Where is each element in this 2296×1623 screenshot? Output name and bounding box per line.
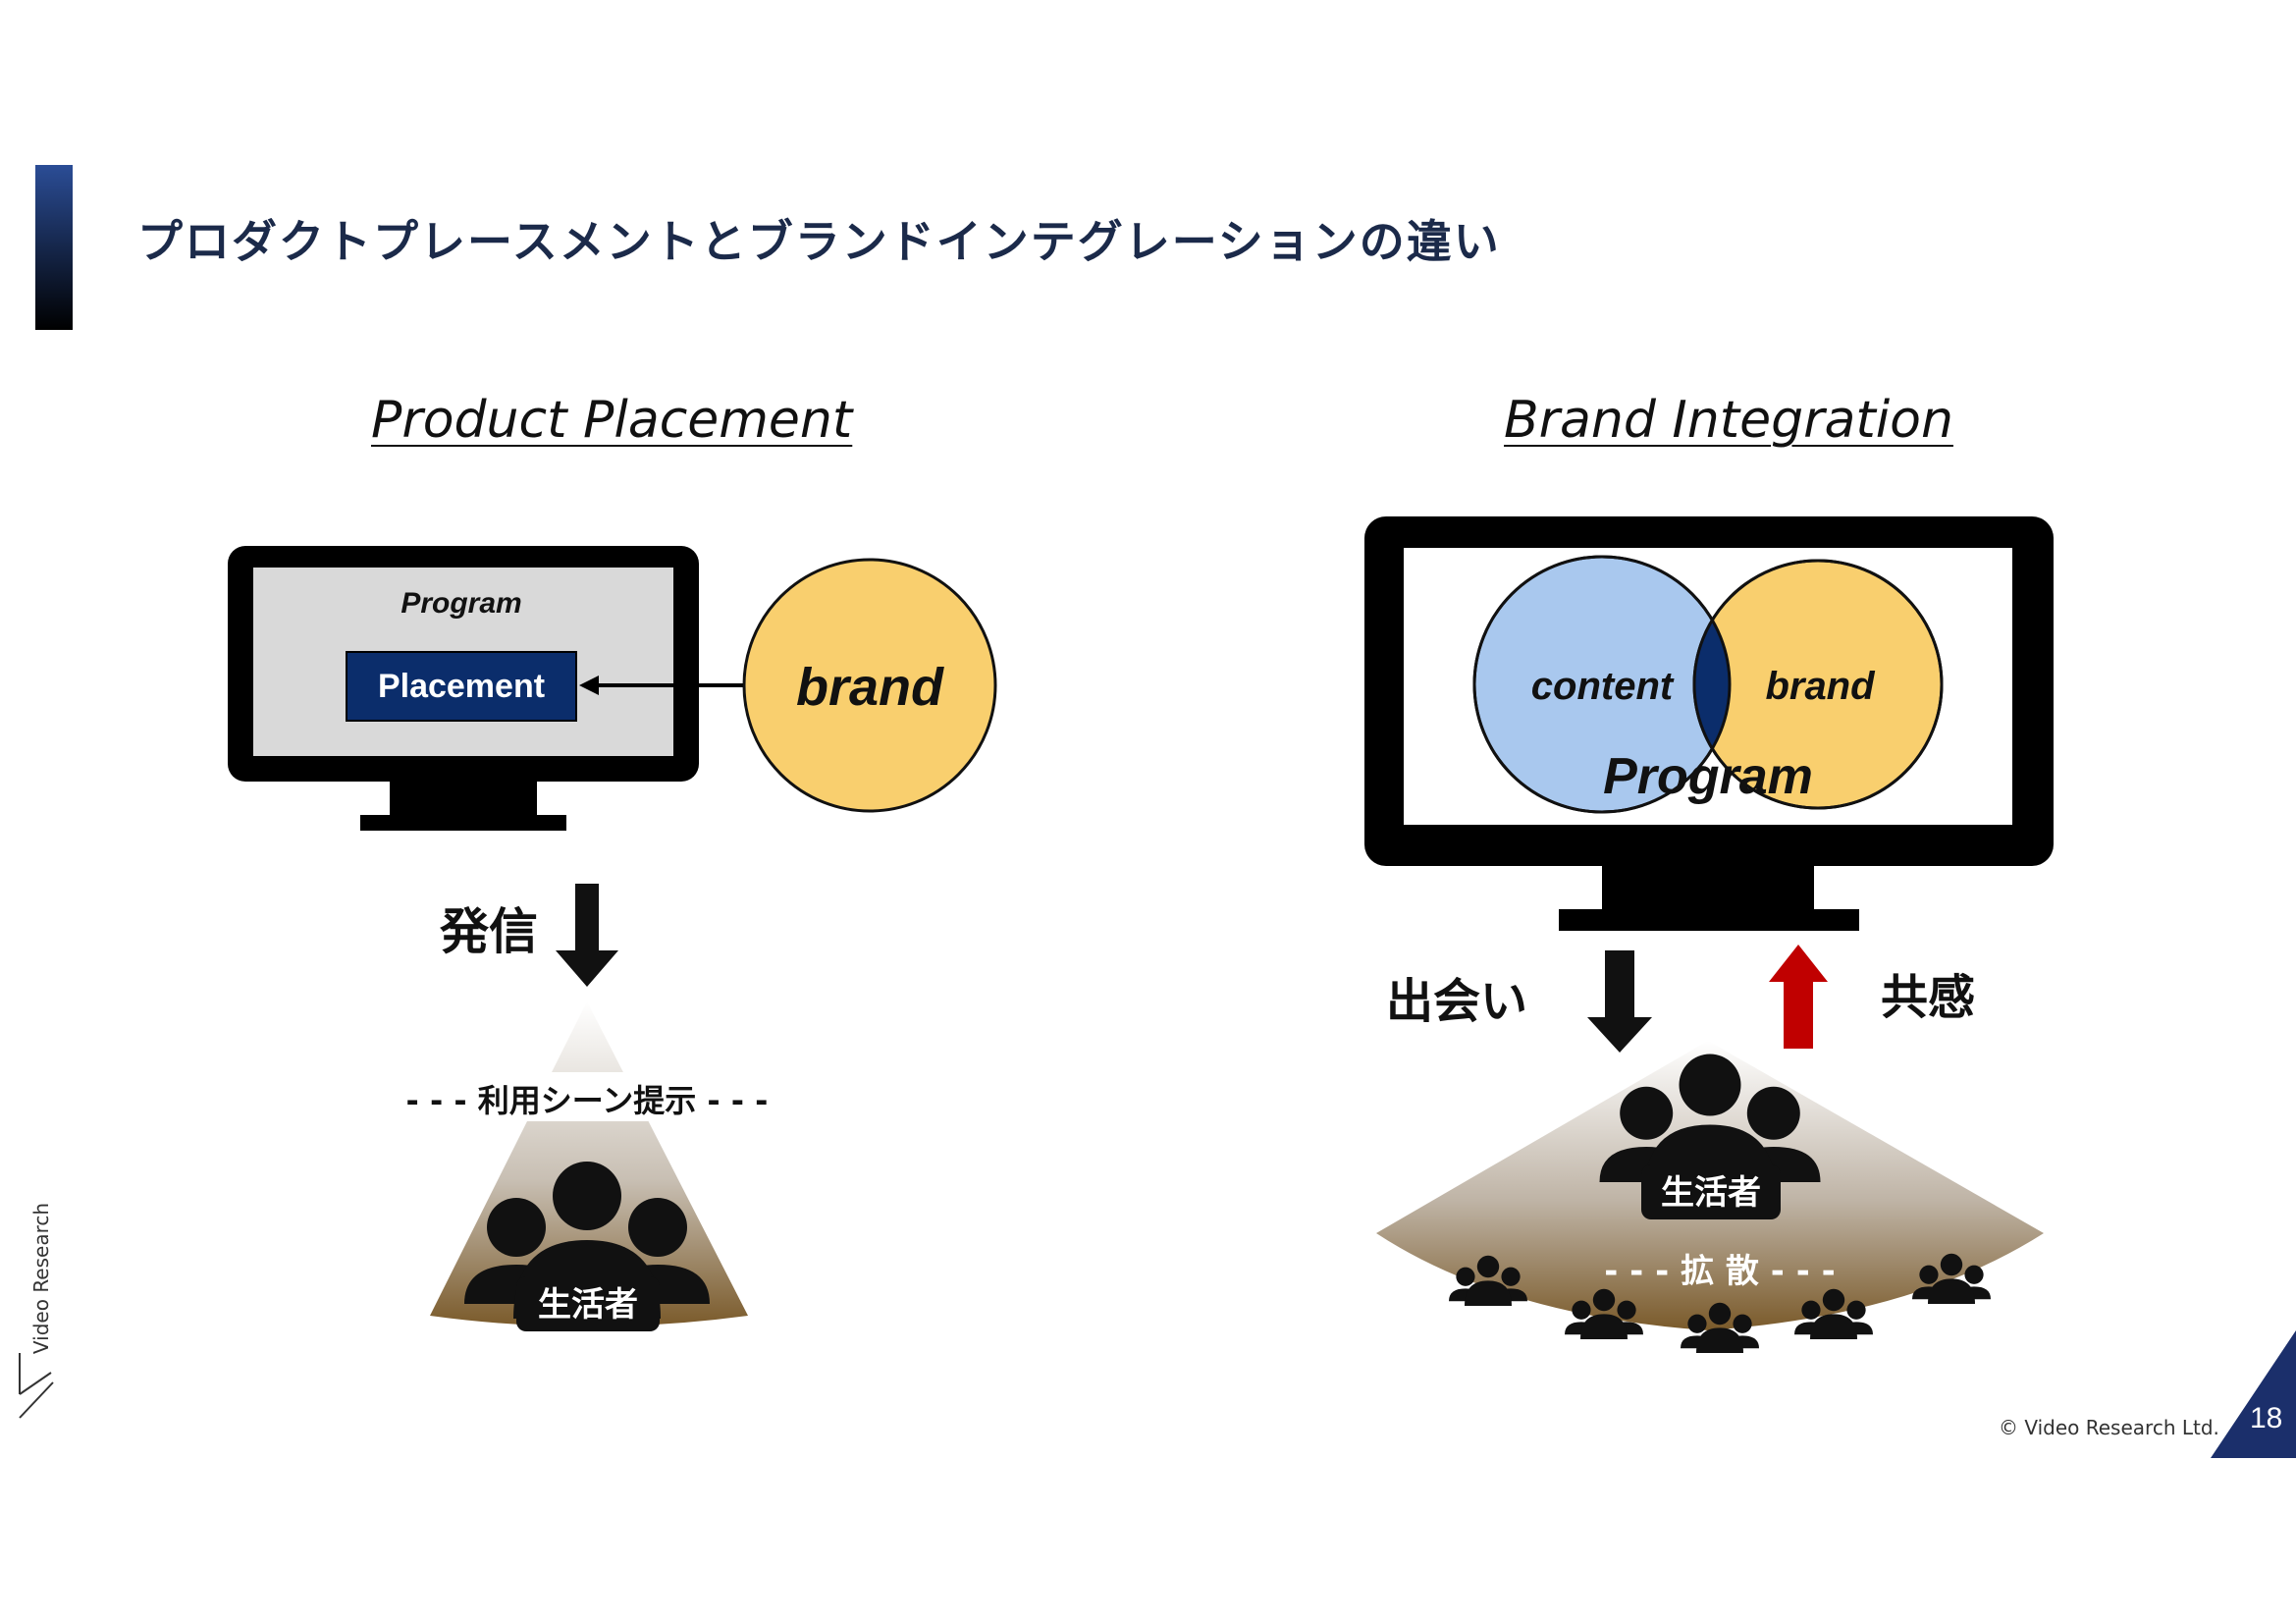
arrow-left-icon: [579, 676, 746, 695]
content-label: content: [1531, 665, 1675, 708]
scene-label-bg: [393, 1072, 775, 1121]
title-accent-bar: [35, 165, 73, 330]
bi-consumer-label: 生活者: [1661, 1173, 1761, 1213]
logo-mark: [19, 1353, 54, 1419]
pp-brand-circle: [742, 558, 997, 813]
bi-brand-label: brand: [1765, 665, 1876, 708]
encounter-label: 出会い: [1386, 974, 1527, 1029]
placement-box: [346, 651, 577, 722]
pp-consumer-badge: [516, 1276, 660, 1331]
bi-program-label: Program: [1603, 748, 1813, 805]
page-corner: [2211, 1330, 2296, 1458]
placement-label: Placement: [378, 668, 545, 705]
pp-brand-label: brand: [796, 658, 944, 717]
arrow-down-icon: [556, 884, 618, 987]
slide-title: プロダクトプレースメントとブランドインテグレーションの違い: [137, 215, 1501, 268]
copyright: © Video Research Ltd.: [1999, 1416, 2219, 1439]
product-placement-heading: Product Placement: [371, 391, 853, 450]
logo-text: Video Research: [29, 1202, 53, 1355]
spread-label: - - - 拡 散 - - -: [1604, 1252, 1836, 1291]
page-number: 18: [2250, 1402, 2283, 1434]
content-circle-outline: [1472, 555, 1732, 814]
scene-label: - - - 利用シーン提示 - - -: [406, 1082, 769, 1119]
pp-consumer-label: 生活者: [538, 1285, 638, 1325]
bi-consumer-badge: [1641, 1164, 1781, 1219]
arrow-down-icon: [1587, 950, 1652, 1053]
pp-program-label: Program: [400, 587, 521, 620]
send-label: 発信: [440, 903, 538, 960]
arrow-up-icon: [1769, 945, 1828, 1049]
brand-integration-heading: Brand Integration: [1504, 391, 1953, 450]
empathy-label: 共感: [1881, 970, 1975, 1025]
brand-circle-outline: [1692, 559, 1944, 810]
